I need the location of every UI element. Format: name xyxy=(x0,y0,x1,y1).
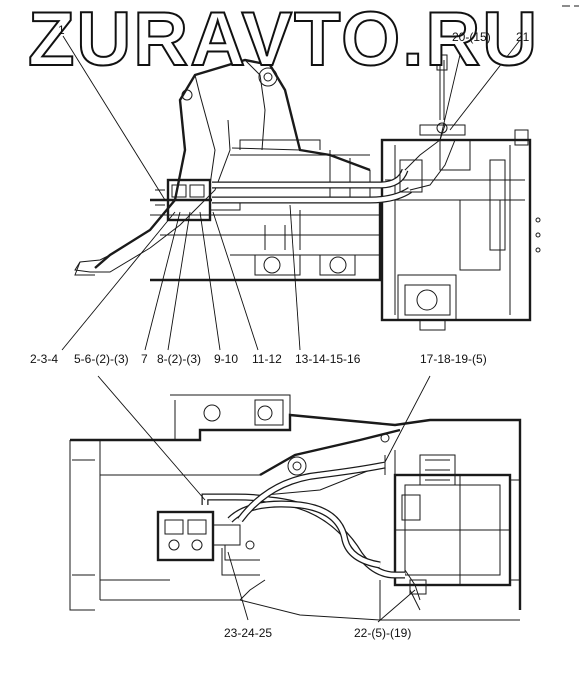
top-assembly-view xyxy=(74,54,541,331)
callout-22: 22-(5)-(19) xyxy=(354,626,412,640)
callout-9-10: 9-10 xyxy=(214,352,239,366)
callout-1: 1 xyxy=(58,23,65,37)
callout-23-25: 23-24-25 xyxy=(224,626,273,640)
callout-17-19: 17-18-19-(5) xyxy=(420,352,487,366)
callout-20: 20-(15) xyxy=(452,30,491,44)
top-leader-lines xyxy=(61,35,521,351)
callout-5-6: 5-6-(2)-(3) xyxy=(74,352,129,366)
callout-13-16: 13-14-15-16 xyxy=(295,352,361,366)
callout-2-3-4: 2-3-4 xyxy=(30,352,59,366)
watermark: ZURAVTO.RU xyxy=(27,0,540,82)
bottom-assembly-view xyxy=(69,394,522,621)
callout-8: 8-(2)-(3) xyxy=(157,352,201,366)
callout-21: 21 xyxy=(516,30,530,44)
callout-11-12: 11-12 xyxy=(252,352,282,366)
bottom-leader-lines xyxy=(97,375,431,623)
callout-7: 7 xyxy=(141,352,148,366)
